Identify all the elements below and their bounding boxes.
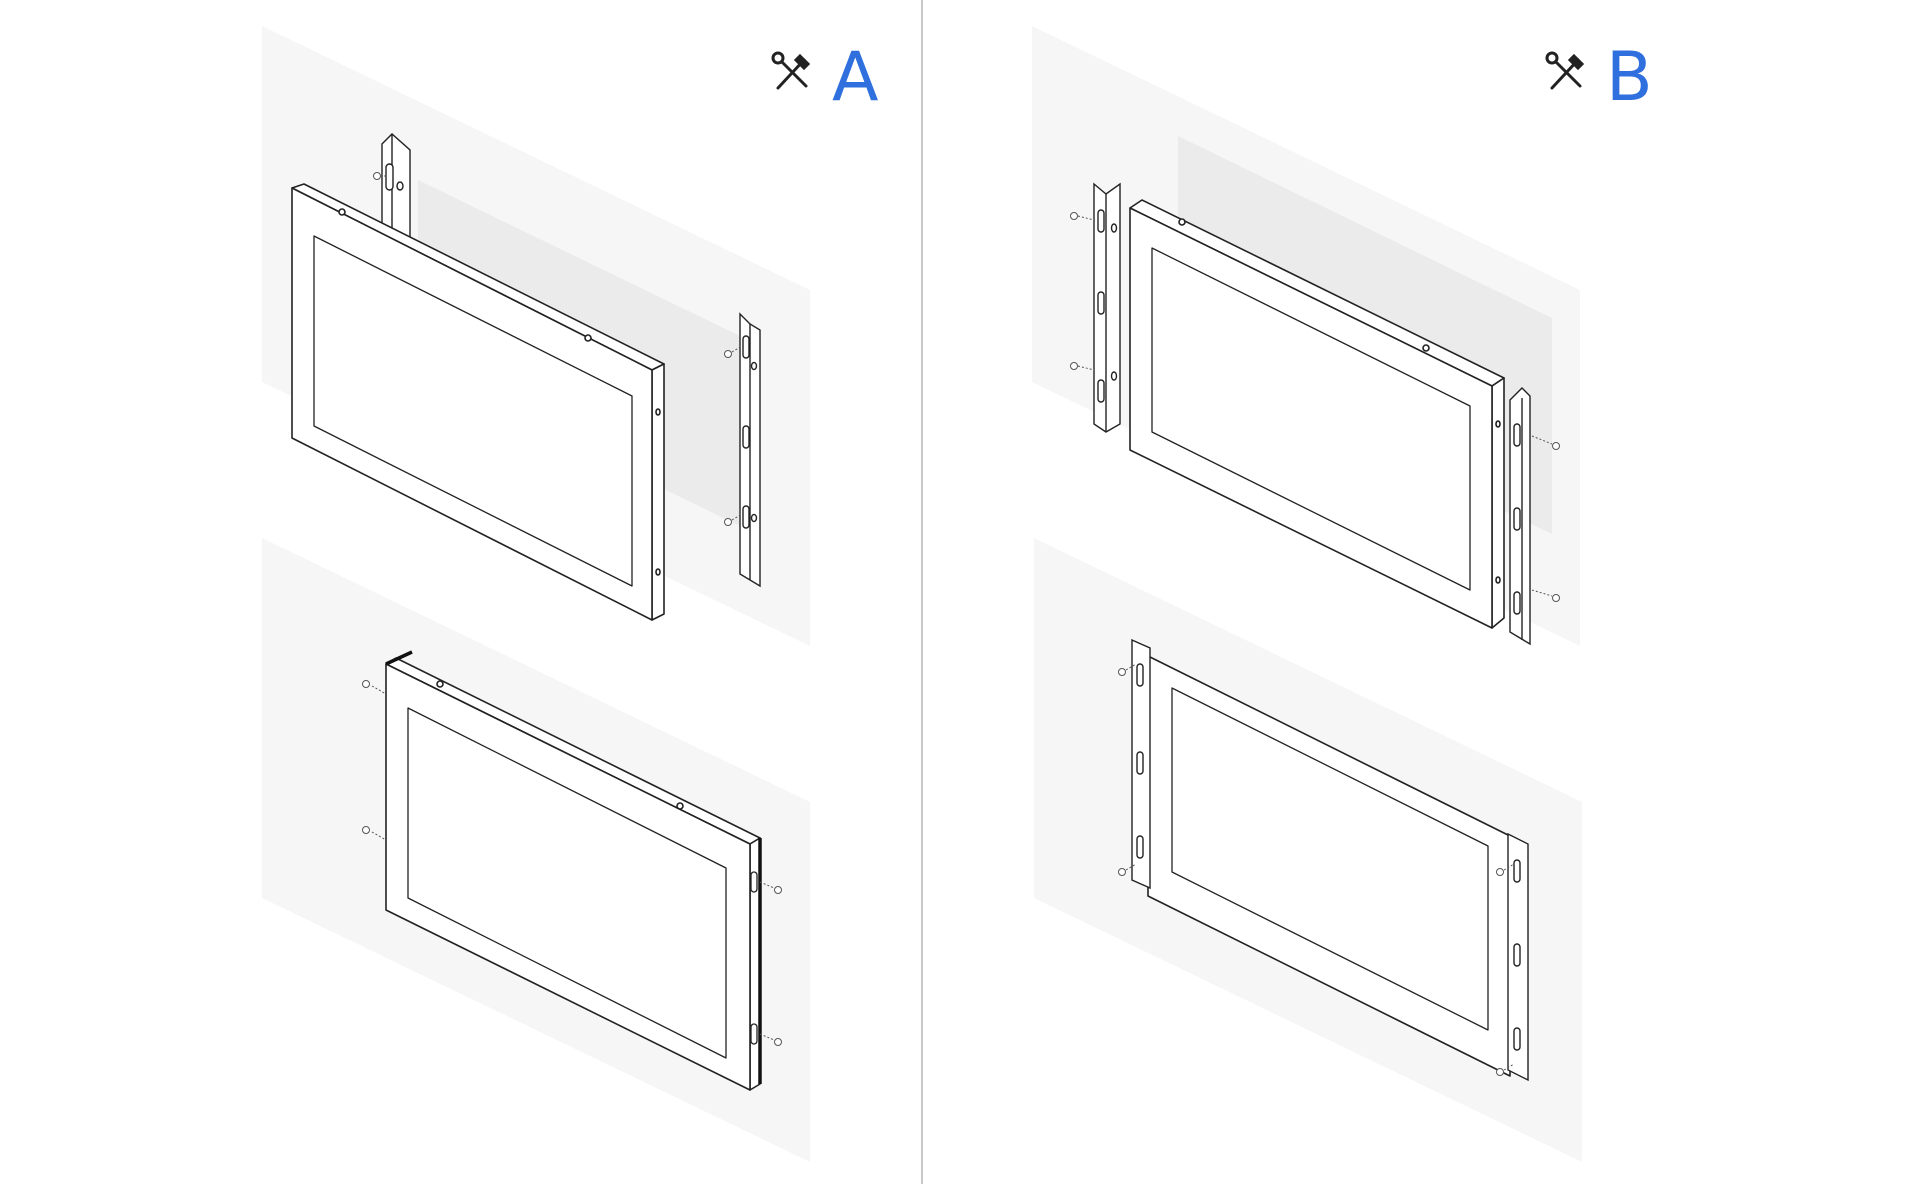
mounting-hole: [436, 680, 444, 688]
variant-label-a: A: [832, 38, 879, 117]
screw: [1118, 663, 1137, 676]
tools-icon: [1545, 51, 1585, 90]
screw: [362, 680, 387, 695]
mounting-bracket: [385, 650, 762, 1084]
screw: [1070, 362, 1095, 371]
monitor-screen: [407, 707, 727, 1059]
panel-b-step-1-exploded: [1032, 26, 1580, 646]
screw: [373, 172, 386, 180]
mounting-hole: [1178, 218, 1186, 226]
monitor: [291, 183, 665, 621]
screw: [724, 513, 743, 526]
mounting-hole: [655, 408, 661, 416]
monitor: [1147, 655, 1511, 1077]
screw: [1531, 435, 1560, 450]
mounting-bracket: [1507, 832, 1529, 1082]
monitor-side-face: [651, 363, 665, 621]
mounting-bracket: [750, 871, 758, 1045]
monitor: [1129, 199, 1505, 629]
panel-b-step-2-installed: [1034, 538, 1582, 1162]
mounting-hole: [1422, 344, 1430, 352]
mounting-hole: [676, 802, 684, 810]
tools-icon: [771, 51, 811, 90]
mounting-bracket: [739, 312, 761, 588]
mounting-hole: [338, 208, 346, 216]
mounting-bracket: [1131, 638, 1151, 890]
monitor-screen: [1171, 687, 1489, 1031]
screw: [1070, 212, 1095, 221]
screw: [724, 345, 743, 358]
mounting-bracket: [1509, 387, 1531, 646]
mounting-hole: [655, 568, 661, 576]
mounting-hole: [584, 334, 592, 342]
screw: [1496, 1063, 1515, 1076]
panel-a: [262, 26, 810, 1162]
monitor-screen: [313, 235, 633, 587]
screw: [1496, 863, 1515, 876]
screw: [1531, 589, 1560, 602]
screw: [759, 881, 782, 894]
mounting-hole: [1495, 576, 1501, 584]
panel-a-step-2-installed: [262, 538, 810, 1162]
panel-b: [1032, 26, 1582, 1162]
mounting-hole: [1495, 420, 1501, 428]
variant-label-b: B: [1606, 38, 1653, 117]
mounting-bracket: [381, 133, 411, 240]
monitor-side-face: [1491, 377, 1505, 629]
screw: [759, 1033, 782, 1046]
panel-a-step-1-exploded: [262, 26, 810, 646]
monitor-screen: [1151, 247, 1471, 591]
screw: [362, 826, 387, 841]
screw: [1118, 863, 1137, 876]
mounting-bracket: [1093, 182, 1121, 433]
